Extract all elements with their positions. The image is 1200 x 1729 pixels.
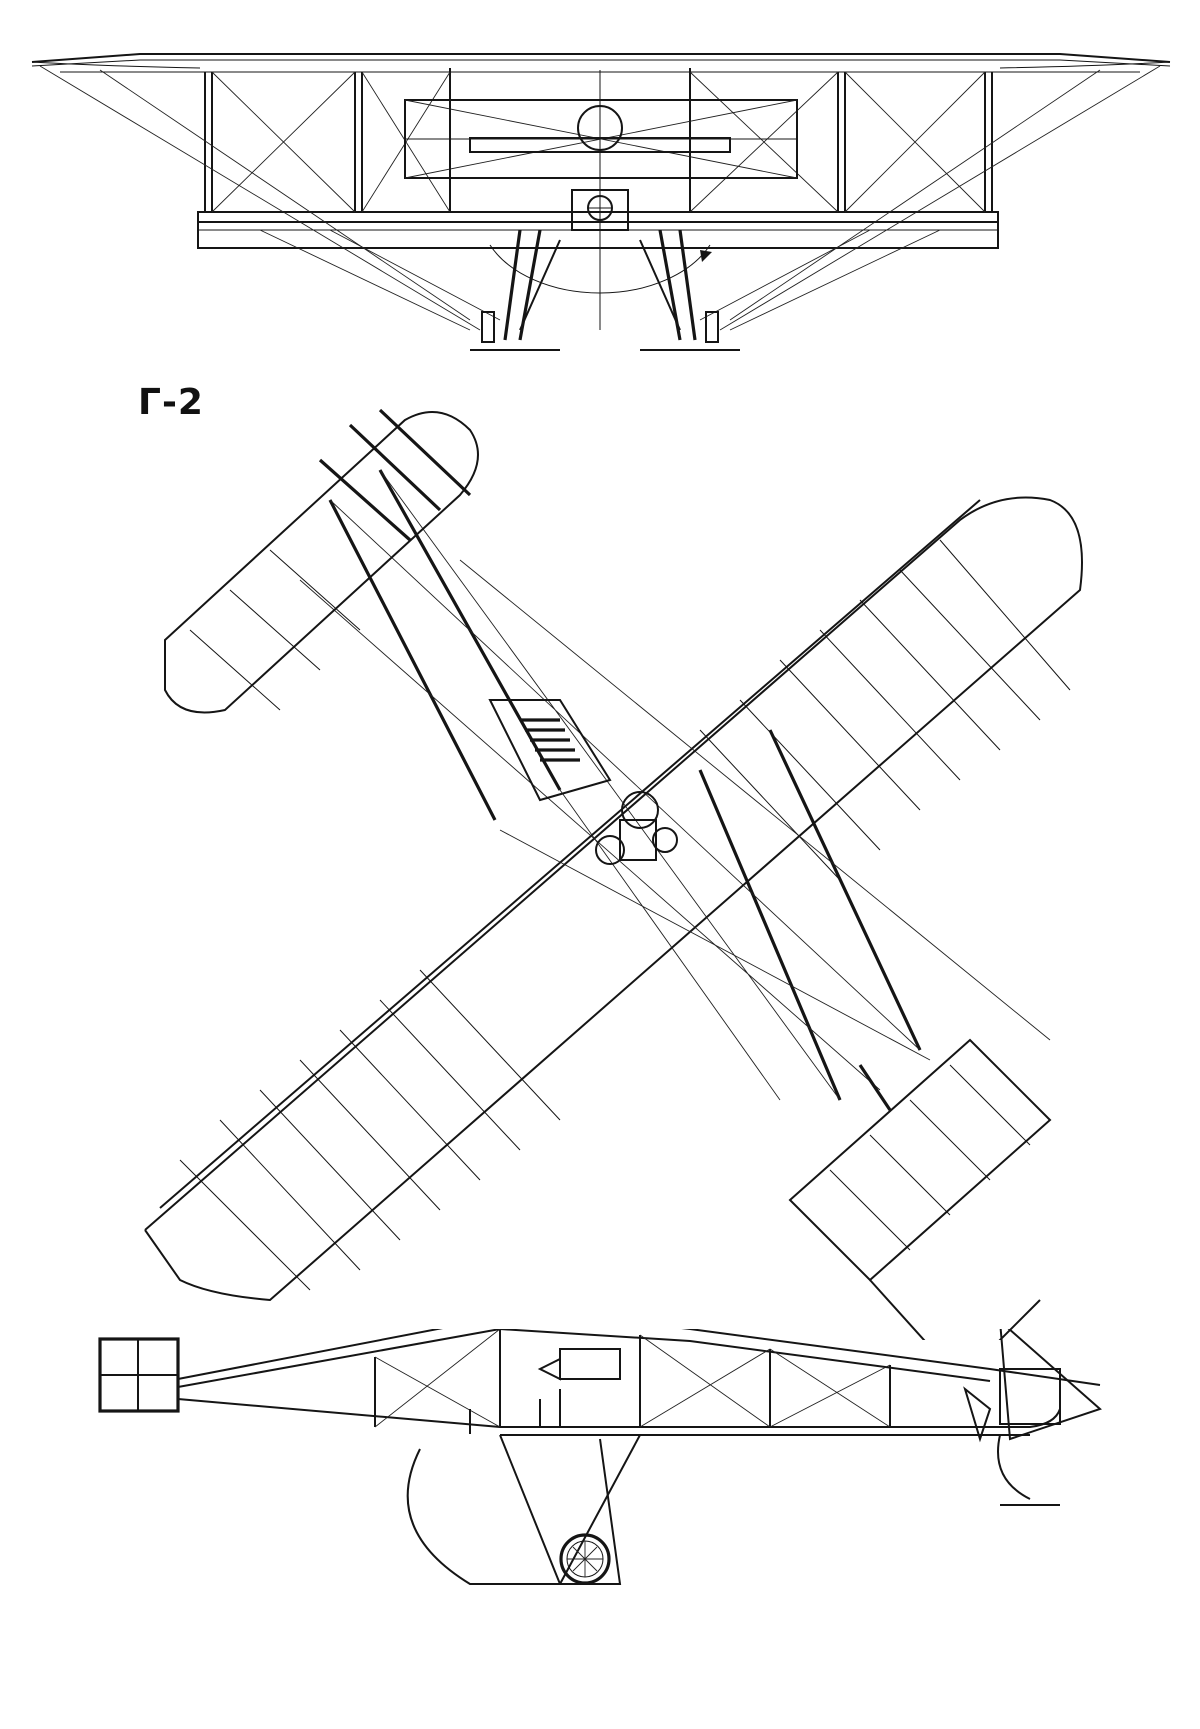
- top-view-tail-boom: [299, 469, 1051, 1101]
- side-view-fuselage-bays: [374, 1329, 891, 1428]
- top-view-rear-tailplane: [788, 1038, 1052, 1340]
- top-view-main-wing: [144, 496, 1083, 1302]
- side-view-cockpit: [469, 1348, 621, 1434]
- top-view-front-elevator: [164, 408, 479, 714]
- front-view-upper-wing: [31, 53, 1171, 73]
- front-view-nacelle: [489, 189, 712, 294]
- front-view-tail-cell: [404, 70, 798, 330]
- top-view: [144, 408, 1083, 1340]
- front-view-interplane-struts: [204, 68, 993, 212]
- top-view-cockpit-engine: [488, 699, 678, 865]
- side-view-forward-elevator: [98, 1337, 180, 1413]
- side-view-upper-longeron: [177, 1329, 1101, 1388]
- front-view-landing-gear: [470, 229, 740, 351]
- aircraft-designation-label: Г-2: [138, 382, 204, 423]
- front-view-lower-wing: [197, 211, 999, 249]
- side-view-lower-longeron: [177, 1398, 1061, 1436]
- side-view-landing-gear: [406, 1434, 1060, 1585]
- side-view: [98, 1329, 1102, 1585]
- side-view-rudder: [963, 1329, 1102, 1443]
- front-view: [31, 53, 1171, 351]
